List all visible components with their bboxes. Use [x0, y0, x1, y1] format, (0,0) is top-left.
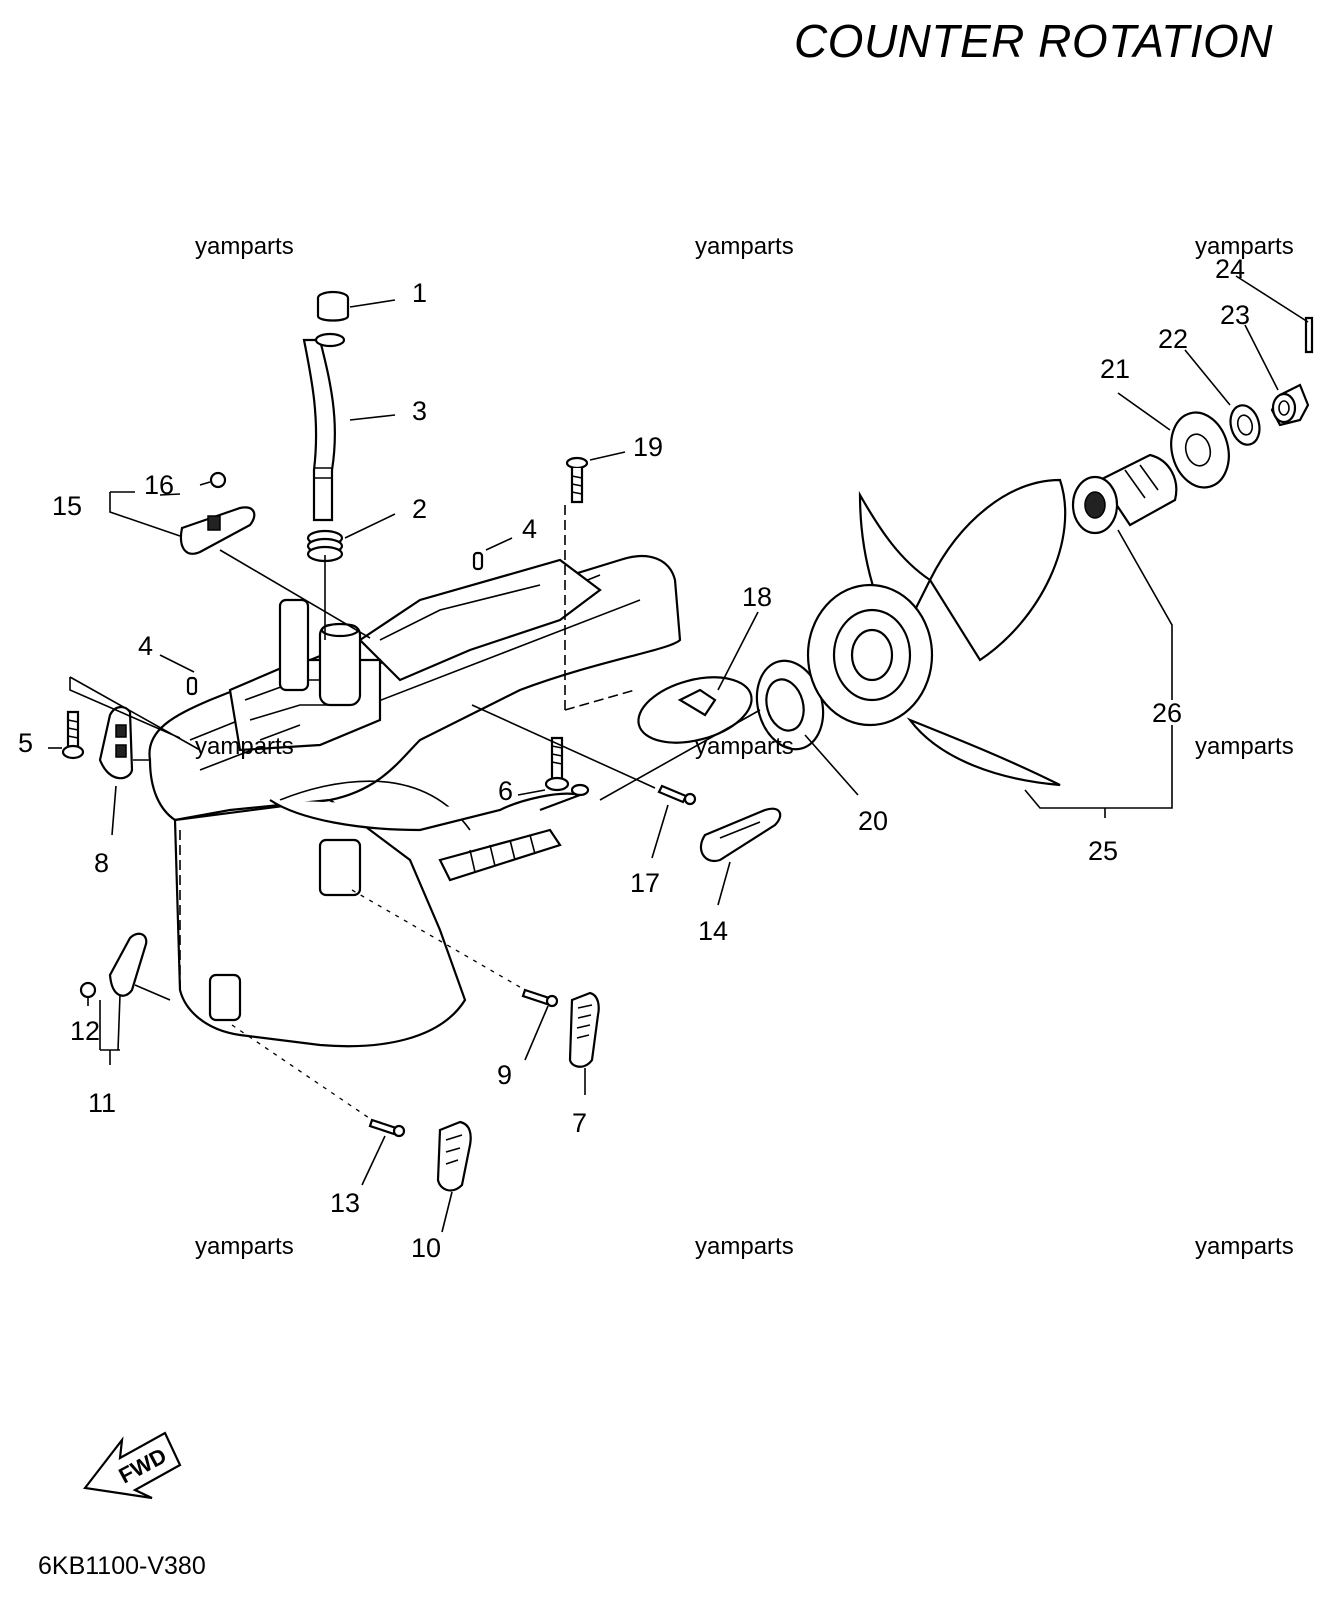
callout-21: 21 — [1100, 354, 1130, 384]
callout-19: 19 — [633, 432, 663, 462]
callout-18: 18 — [742, 582, 772, 612]
part-6-bolt — [544, 736, 570, 792]
part-13-screw — [368, 1118, 406, 1138]
watermark: yamparts — [195, 1233, 294, 1260]
callout-25: 25 — [1088, 836, 1118, 866]
part-9-screw — [521, 988, 559, 1008]
callout-22: 22 — [1158, 324, 1188, 354]
part-10-cover — [436, 1120, 472, 1192]
callout-5: 5 — [18, 728, 33, 758]
callout-23: 23 — [1220, 300, 1250, 330]
callout-6: 6 — [498, 776, 513, 806]
part-4-dowel-pin-a — [472, 551, 484, 571]
callout-2: 2 — [412, 494, 427, 524]
callout-15: 15 — [52, 491, 82, 521]
diagram-code: 6KB1100-V380 — [38, 1552, 206, 1580]
part-26-spline-washer — [1071, 453, 1178, 535]
callout-14: 14 — [698, 916, 728, 946]
part-25-propeller — [806, 478, 1067, 787]
part-21-washer — [1170, 411, 1230, 489]
callout-16: 16 — [144, 470, 174, 500]
part-15-cover — [179, 506, 256, 555]
watermark: yamparts — [195, 733, 294, 760]
callout-8: 8 — [94, 848, 109, 878]
leader-lines — [48, 275, 1309, 1233]
watermark: yamparts — [695, 233, 794, 260]
watermark: yamparts — [195, 233, 294, 260]
callout-13: 13 — [330, 1188, 360, 1218]
callout-20: 20 — [858, 806, 888, 836]
part-17-screw — [657, 784, 697, 806]
part-14-cover — [699, 807, 782, 863]
part-2-grommet — [306, 529, 344, 563]
diagram-title: COUNTER ROTATION — [793, 15, 1273, 67]
part-24-cotter-pin — [1304, 316, 1314, 354]
watermark: yamparts — [695, 733, 794, 760]
callout-4-upper: 4 — [522, 514, 537, 544]
callout-labels: 1 3 2 4 4 19 16 15 5 8 6 17 14 18 20 21 … — [18, 254, 1250, 1263]
callout-24: 24 — [1215, 254, 1245, 284]
callout-9: 9 — [497, 1060, 512, 1090]
callout-17: 17 — [630, 868, 660, 898]
part-4-dowel-pin-b — [186, 676, 198, 696]
fwd-arrow-icon: FWD — [82, 1431, 182, 1500]
watermark: yamparts — [1195, 1233, 1294, 1260]
lower-case-housing — [148, 505, 682, 1048]
callout-1: 1 — [412, 278, 427, 308]
callout-7: 7 — [572, 1108, 587, 1138]
watermark: yamparts — [1195, 233, 1294, 260]
callout-4-lower: 4 — [138, 631, 153, 661]
part-7-anode — [568, 991, 600, 1068]
part-16-nut — [209, 471, 227, 489]
callout-11: 11 — [88, 1088, 116, 1118]
part-5-bolt — [61, 710, 85, 760]
part-1-sleeve — [316, 290, 350, 322]
part-8-anode — [98, 706, 134, 780]
callout-26: 26 — [1152, 698, 1182, 728]
part-3-water-tube — [302, 332, 346, 522]
part-20-spacer — [755, 659, 825, 751]
part-19-bolt — [565, 456, 589, 504]
part-12-nut — [79, 981, 97, 999]
callout-10: 10 — [411, 1233, 441, 1263]
part-11-trim-tab — [108, 932, 148, 997]
part-23-nut — [1270, 383, 1310, 427]
part-22-washer — [1229, 404, 1261, 446]
part-18-thrust-washer — [637, 676, 753, 744]
callout-3: 3 — [412, 396, 427, 426]
callout-12: 12 — [70, 1016, 100, 1046]
watermark: yamparts — [1195, 733, 1294, 760]
watermark: yamparts — [695, 1233, 794, 1260]
